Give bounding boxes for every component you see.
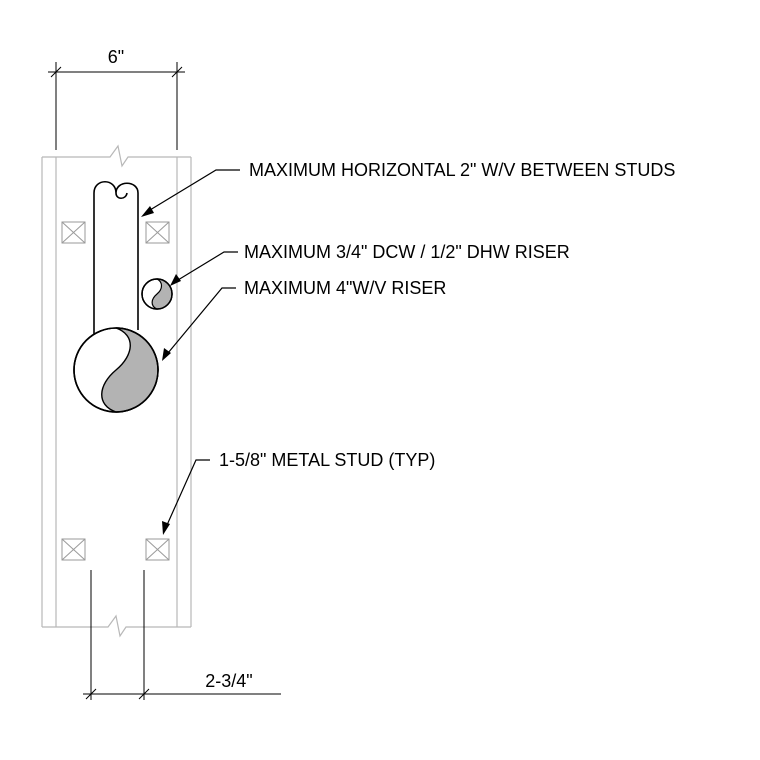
leader-large-riser: [162, 287, 236, 361]
top-dimension-label: 6": [108, 47, 124, 67]
horizontal-pipe: [93, 180, 139, 340]
callout-horizontal-pipe: MAXIMUM HORIZONTAL 2" W/V BETWEEN STUDS: [249, 160, 675, 180]
wall-outline: [41, 144, 192, 638]
bottom-dimension: 2-3/4": [83, 570, 281, 700]
callout-large-riser: MAXIMUM 4"W/V RISER: [244, 278, 446, 298]
metal-stud-top-left: [61, 221, 86, 244]
small-riser: [141, 278, 173, 310]
metal-stud-bottom-right: [145, 538, 170, 561]
leader-horizontal-pipe: [141, 169, 240, 217]
metal-stud-bottom-left: [61, 538, 86, 561]
large-riser: [73, 327, 159, 413]
callout-small-riser: MAXIMUM 3/4" DCW / 1/2" DHW RISER: [244, 242, 570, 262]
leader-small-riser: [170, 251, 238, 286]
bottom-dimension-label: 2-3/4": [205, 671, 252, 691]
metal-stud-top-right: [145, 221, 170, 244]
callout-metal-stud: 1-5/8" METAL STUD (TYP): [219, 450, 435, 470]
top-dimension: 6": [48, 47, 185, 150]
leader-metal-stud: [162, 459, 210, 535]
